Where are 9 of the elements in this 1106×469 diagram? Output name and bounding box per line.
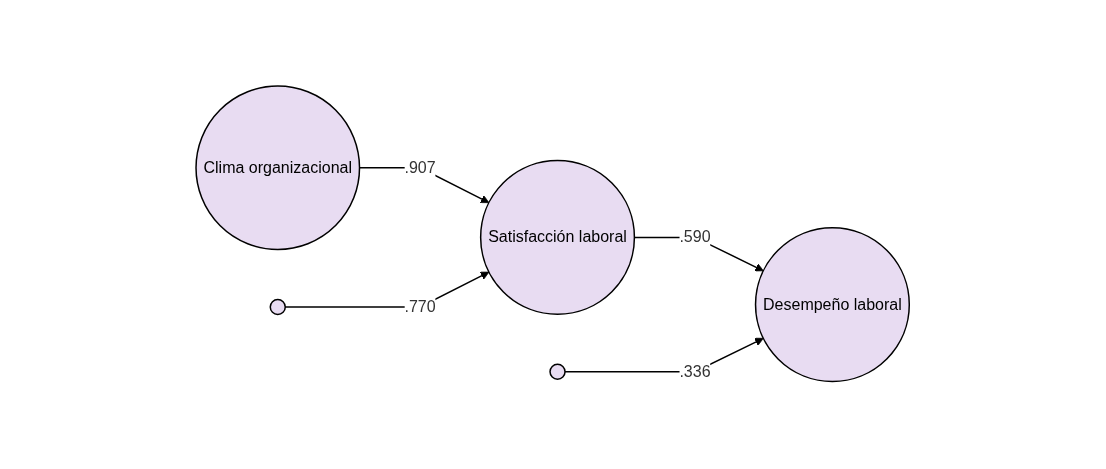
node-circle: Desempeño laboral <box>755 226 911 382</box>
edge-label: .770 <box>404 297 436 315</box>
edge-label: .590 <box>679 228 711 246</box>
node-circle <box>549 363 567 380</box>
node-circle <box>269 298 287 315</box>
node-circle: Satisfacción laboral <box>480 159 636 315</box>
edge-label: .336 <box>679 362 711 380</box>
edge-label: .907 <box>404 158 436 176</box>
node-circle: Clima organizacional <box>195 84 361 250</box>
